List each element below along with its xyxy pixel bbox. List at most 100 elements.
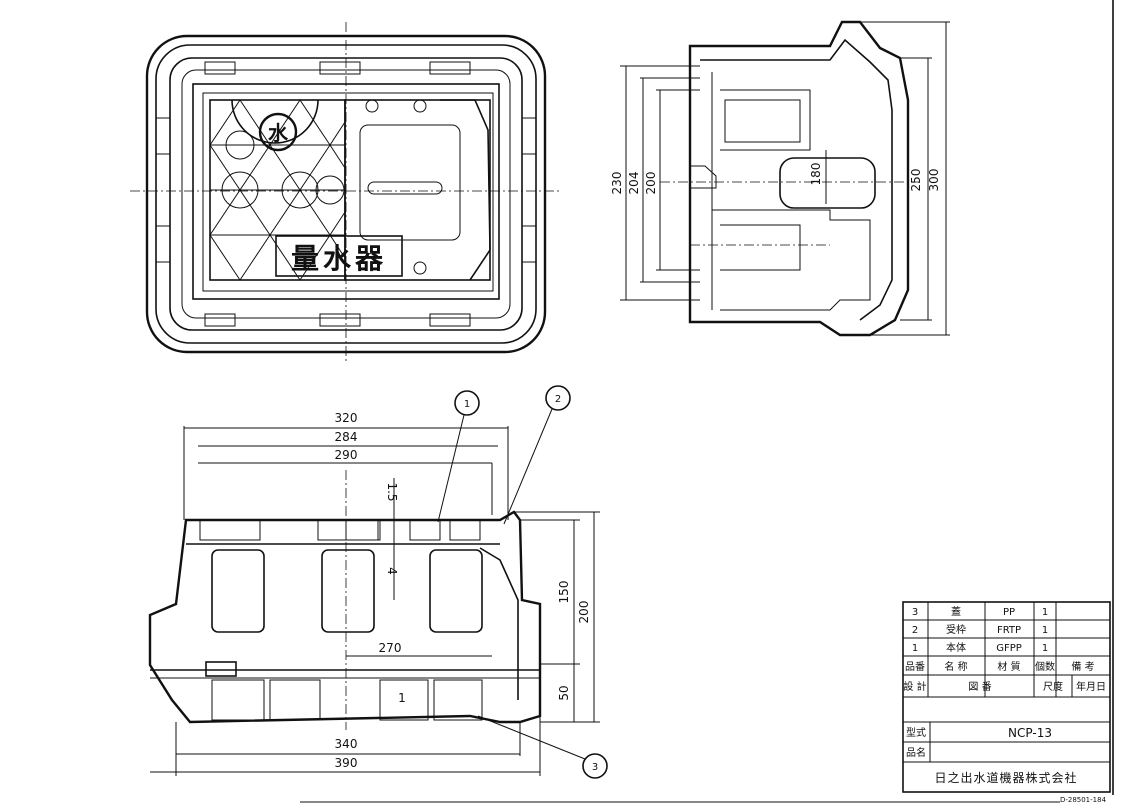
front-dims-top: 320 284 290 xyxy=(183,411,509,520)
top-view: 水 量水器 xyxy=(130,22,560,362)
side-dim-230: 230 xyxy=(610,172,624,195)
part-3-qty: 1 xyxy=(1042,607,1048,618)
rim-lug xyxy=(319,61,361,75)
balloon-3: 3 xyxy=(477,715,608,779)
front-rib xyxy=(211,549,265,633)
part-3-material: PP xyxy=(1003,607,1015,618)
front-side-wall xyxy=(479,547,519,700)
rim-lug xyxy=(155,117,171,155)
top-right-recess xyxy=(359,124,461,241)
rim-lug xyxy=(155,225,171,263)
drawing-number: D-28501-184 xyxy=(1060,796,1107,804)
part-2-name: 受枠 xyxy=(946,623,966,636)
front-view: 320 284 290 1.5 4 1 270 xyxy=(148,385,608,779)
front-lower-rib xyxy=(269,679,321,721)
front-dim-320: 320 xyxy=(335,411,358,425)
front-dim-270: 270 xyxy=(379,641,402,655)
lid-emblem-circle xyxy=(258,112,298,152)
lid-label-text: 量水器 xyxy=(291,242,387,275)
side-pocket xyxy=(724,99,801,143)
part-2-no: 2 xyxy=(912,625,918,636)
side-rib-lower xyxy=(720,224,801,271)
side-outline xyxy=(688,20,910,337)
part-3-no: 3 xyxy=(912,607,918,618)
front-rib-top xyxy=(409,519,441,541)
front-dim-4: 4 xyxy=(385,567,399,575)
company-name: 日之出水道機器株式会社 xyxy=(934,770,1077,785)
side-dim-200: 200 xyxy=(644,172,658,195)
svg-text:1: 1 xyxy=(464,399,470,410)
side-view: 230 204 200 180 250 300 xyxy=(610,20,950,337)
rim-lug xyxy=(319,313,361,327)
header-qty: 個数 xyxy=(1035,660,1055,673)
part-1-qty: 1 xyxy=(1042,643,1048,654)
part-2-material: FRTP xyxy=(997,625,1021,636)
front-rib xyxy=(321,549,375,633)
header-remark: 備 考 xyxy=(1071,660,1094,673)
top-screw-3 xyxy=(413,261,427,275)
rim-lug xyxy=(429,61,471,75)
front-dim-290: 290 xyxy=(335,448,358,462)
front-dims-right: 150 200 50 xyxy=(514,511,600,723)
front-rib-top xyxy=(199,519,261,541)
side-dims-left: 230 204 200 xyxy=(610,65,700,301)
front-dim-200: 200 xyxy=(577,601,591,624)
side-dim-204: 204 xyxy=(627,172,641,195)
side-lower-body xyxy=(712,209,871,311)
row-date: 年月日 xyxy=(1076,680,1106,693)
row-design: 設 計 xyxy=(903,680,926,693)
front-lower-rib xyxy=(433,679,483,721)
svg-text:2: 2 xyxy=(555,394,561,405)
header-material: 材 質 xyxy=(997,660,1020,673)
side-dims-right: 250 300 xyxy=(860,21,950,336)
front-rib-top xyxy=(317,519,379,541)
top-slot xyxy=(367,181,443,195)
model-label: 型式 xyxy=(906,726,926,739)
balloon-1: 1 xyxy=(437,390,480,523)
header-no: 品番 xyxy=(905,661,925,673)
part-1-no: 1 xyxy=(912,643,918,654)
top-screw-1 xyxy=(365,99,379,113)
row-drawing: 図 番 xyxy=(968,681,991,693)
front-mark-1: 1 xyxy=(398,691,406,705)
top-lid-inner xyxy=(202,92,494,292)
front-dim-1-5: 1.5 xyxy=(385,482,399,501)
row-scale: 尺度 xyxy=(1043,680,1063,693)
front-body-outline xyxy=(148,510,542,724)
front-dims-bottom: 340 390 xyxy=(150,716,541,776)
lid-emblem-glyph: 水 xyxy=(268,121,289,145)
side-dim-250: 250 xyxy=(909,169,923,192)
top-screw-2 xyxy=(413,99,427,113)
part-2-qty: 1 xyxy=(1042,625,1048,636)
side-boss xyxy=(779,157,876,209)
front-rib-top xyxy=(345,519,381,541)
balloon-2: 2 xyxy=(503,385,571,525)
rim-lug xyxy=(429,313,471,327)
rim-lug xyxy=(521,117,537,155)
rim-lug xyxy=(204,61,236,75)
front-dim-340: 340 xyxy=(335,737,358,751)
front-dim-150: 150 xyxy=(557,581,571,604)
model-value: NCP-13 xyxy=(1008,726,1052,740)
side-dim-300: 300 xyxy=(927,169,941,192)
front-dim-390: 390 xyxy=(335,756,358,770)
side-dim-180: 180 xyxy=(809,163,823,186)
lid-lattice xyxy=(209,99,346,281)
rim-lug xyxy=(521,225,537,263)
front-rib-top xyxy=(449,519,481,541)
part-1-material: GFPP xyxy=(996,643,1022,654)
svg-text:3: 3 xyxy=(592,762,598,773)
side-step xyxy=(690,165,717,189)
title-block: 3 蓋 PP 1 2 受枠 FRTP 1 1 本体 GFPP 1 品番 名 称 … xyxy=(902,601,1111,804)
part-3-name: 蓋 xyxy=(951,606,961,618)
front-dim-50: 50 xyxy=(557,685,571,700)
front-lower-rib xyxy=(379,679,429,721)
top-hinge-edge xyxy=(440,99,491,281)
front-clip xyxy=(205,661,237,677)
front-lower-rib xyxy=(211,679,265,721)
front-rib xyxy=(429,549,483,633)
header-name: 名 称 xyxy=(944,660,967,673)
lid-label-plate xyxy=(275,235,403,277)
front-dim-284: 284 xyxy=(335,430,358,444)
